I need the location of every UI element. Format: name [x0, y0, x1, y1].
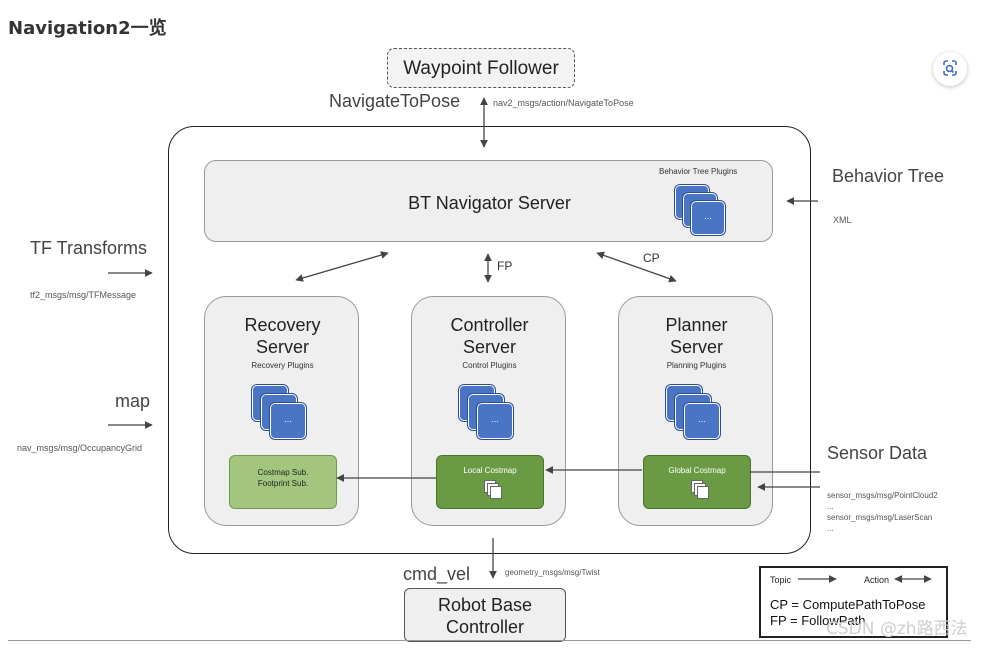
image-search-icon: [943, 60, 957, 76]
bt-navigator-title: BT Navigator Server: [408, 193, 571, 213]
recovery-plugins-label: Recovery Plugins: [251, 361, 314, 370]
legend-box: Topic Action CP = ComputePathToPose FP =…: [759, 566, 948, 638]
local-costmap-layers-icon: [484, 480, 502, 500]
robot-base-controller: Robot Base Controller: [404, 588, 566, 642]
legend-cp-definition: CP = ComputePathToPose: [770, 597, 926, 612]
cp-label: CP: [643, 251, 660, 265]
bottom-divider: [8, 640, 971, 641]
sensor-data-label: Sensor Data: [827, 443, 928, 463]
tf-transforms-label: TF Transforms: [30, 238, 148, 258]
recovery-title-line2: Server: [255, 337, 309, 357]
bt-navigator-server: BT Navigator Server Behavior Tree Plugin…: [204, 160, 773, 242]
navigate-action-type: nav2_msgs/action/NavigateToPose: [493, 98, 634, 108]
waypoint-follower-node: Waypoint Follower: [387, 48, 575, 88]
navigate-to-pose-label: NavigateToPose: [329, 91, 461, 111]
controller-plugin-ellipsis: ...: [491, 414, 499, 424]
recovery-plugin-ellipsis: ...: [284, 414, 292, 424]
sensor-pointcloud-type: sensor_msgs/msg/PointCloud2: [827, 491, 938, 500]
legend-topic-label: Topic: [770, 575, 792, 585]
costmap-sub-line2: Footprint Sub.: [257, 479, 309, 488]
costmap-sub-line1: Costmap Sub.: [257, 468, 309, 477]
local-costmap-box: Local Costmap: [436, 455, 544, 509]
behavior-tree-label: Behavior Tree: [832, 166, 945, 186]
bt-plugin-stack-icon: ...: [674, 184, 727, 236]
sensor-laserscan-type: sensor_msgs/msg/LaserScan: [827, 513, 933, 522]
controller-plugin-stack-icon: ...: [458, 384, 517, 443]
tf-message-type: tf2_msgs/msg/TFMessage: [30, 290, 137, 300]
controller-title-line1: Controller: [450, 315, 529, 335]
local-costmap-label: Local Costmap: [463, 466, 517, 475]
controller-title-line2: Server: [462, 337, 516, 357]
waypoint-follower-label: Waypoint Follower: [403, 58, 559, 79]
planner-server: Planner Server Planning Plugins ... Glob…: [618, 296, 773, 526]
watermark: CSDN @zh路西法: [826, 619, 968, 639]
sensor-ellipsis-1: ...: [827, 502, 834, 511]
map-label: map: [115, 391, 151, 411]
controller-server: Controller Server Control Plugins ... Lo…: [411, 296, 566, 526]
planner-title-line2: Server: [669, 337, 723, 357]
costmap-subscriber-box: Costmap Sub. Footprint Sub.: [229, 455, 337, 509]
global-costmap-label: Global Costmap: [668, 466, 726, 475]
planner-title-line1: Planner: [665, 315, 728, 335]
planner-plugin-stack-icon: ...: [665, 384, 724, 443]
cmd-vel-label: cmd_vel: [403, 564, 471, 584]
robot-base-line2: Controller: [445, 617, 525, 637]
sensor-ellipsis-2: ...: [827, 524, 834, 533]
behavior-tree-plugins-label: Behavior Tree Plugins: [659, 167, 738, 176]
cmd-vel-message-type: geometry_msgs/msg/Twist: [505, 568, 600, 577]
page-title: Navigation2一览: [8, 18, 167, 39]
robot-base-line1: Robot Base: [437, 595, 533, 615]
legend-action-label: Action: [864, 575, 890, 585]
planning-plugins-label: Planning Plugins: [666, 361, 727, 370]
recovery-title-line1: Recovery: [244, 315, 321, 335]
control-plugins-label: Control Plugins: [462, 361, 517, 370]
planner-plugin-ellipsis: ...: [698, 414, 706, 424]
legend-fp-definition: FP = FollowPath: [770, 613, 866, 628]
recovery-plugin-stack-icon: ...: [251, 384, 310, 443]
behavior-tree-xml-label: XML: [833, 215, 852, 225]
global-costmap-box: Global Costmap: [643, 455, 751, 509]
fp-label: FP: [497, 259, 513, 273]
bt-plugin-ellipsis: ...: [704, 211, 712, 221]
global-costmap-layers-icon: [691, 480, 709, 500]
recovery-server: Recovery Server Recovery Plugins ... Cos…: [204, 296, 359, 526]
map-message-type: nav_msgs/msg/OccupancyGrid: [17, 443, 143, 453]
image-search-button[interactable]: [933, 52, 967, 86]
